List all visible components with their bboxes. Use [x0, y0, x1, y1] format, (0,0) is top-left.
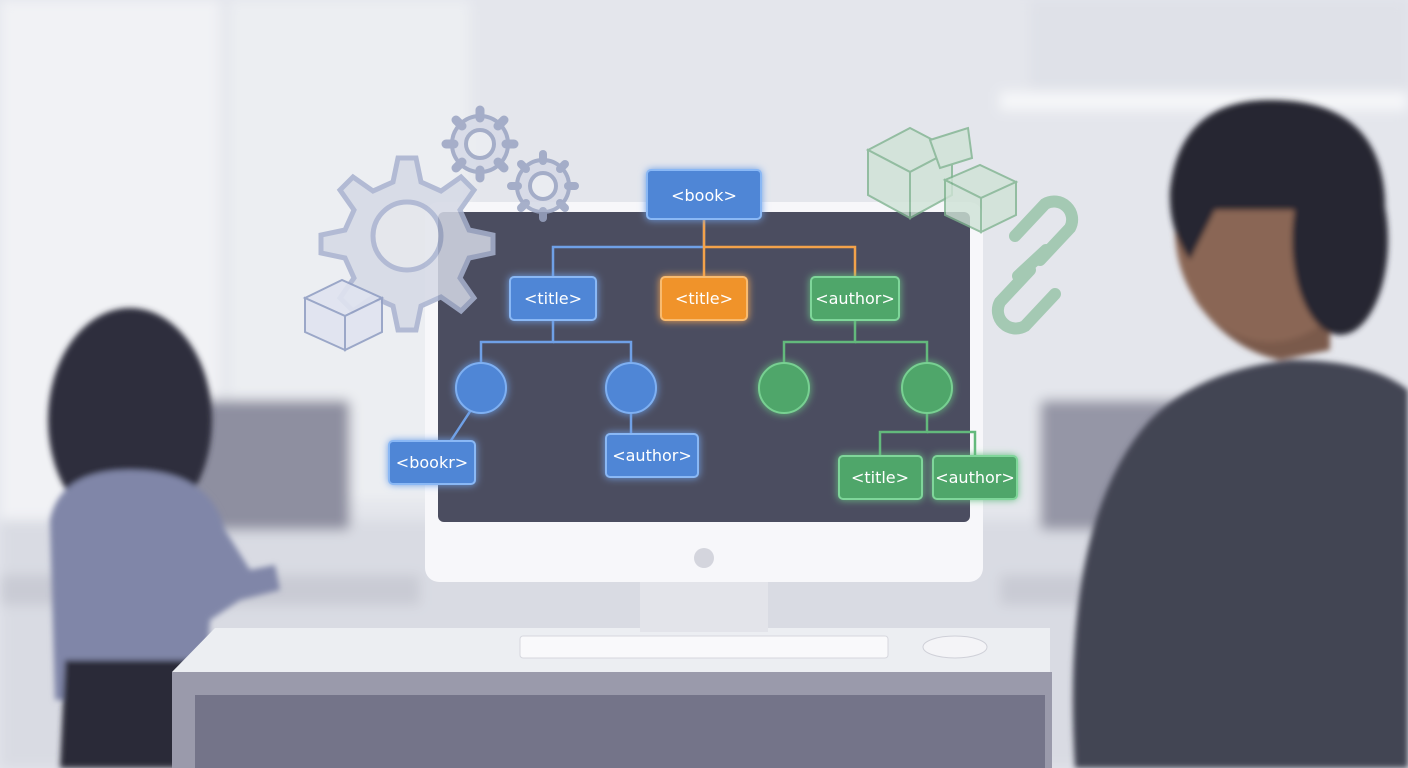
level3-node-label: <bookr>	[396, 453, 468, 472]
box-icon	[302, 278, 385, 352]
gear-icon	[318, 155, 496, 333]
level3-node-label: <title>	[851, 468, 909, 487]
level1-node: <title>	[660, 276, 748, 321]
level3-node: <title>	[838, 455, 923, 500]
tree-circle-nodes	[455, 362, 953, 414]
tree-tag-nodes: <book> <title> <title> <author> <bookr> …	[388, 169, 1018, 500]
tree-connectors	[448, 220, 977, 456]
power-button-icon	[694, 548, 714, 568]
level1-node-label: <title>	[675, 289, 733, 308]
level3-node: <author>	[605, 433, 699, 478]
level3-node-label: <author>	[935, 468, 1015, 487]
root-node-label: <book>	[671, 186, 737, 205]
box-icon	[865, 126, 974, 220]
person-foreground	[1072, 100, 1408, 768]
level1-node-label: <title>	[524, 289, 582, 308]
tree-circle-node	[901, 362, 953, 414]
desk	[172, 628, 1052, 768]
level3-node: <bookr>	[388, 440, 476, 485]
level1-node: <title>	[509, 276, 597, 321]
tree-circle-node	[605, 362, 657, 414]
level1-node: <author>	[810, 276, 900, 321]
tree-circle-node	[758, 362, 810, 414]
level3-node-label: <author>	[612, 446, 692, 465]
chain-link-icon	[991, 195, 1079, 335]
gear-icon	[507, 150, 579, 222]
box-icon	[942, 163, 1019, 234]
tree-circle-node	[455, 362, 507, 414]
gear-icon	[441, 105, 519, 183]
root-node: <book>	[646, 169, 762, 220]
level1-node-label: <author>	[815, 289, 895, 308]
level3-node: <author>	[932, 455, 1018, 500]
